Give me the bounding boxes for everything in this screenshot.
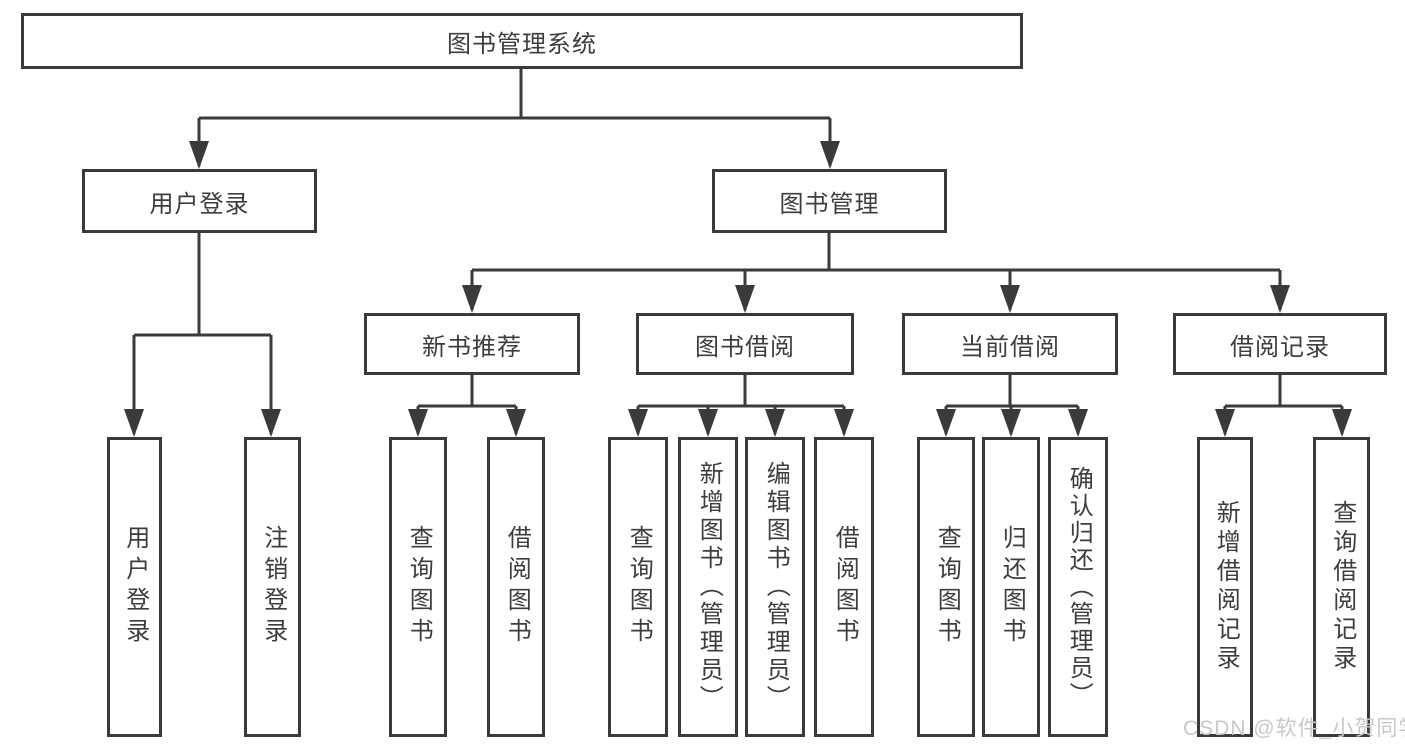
node-user-login: 用户登录 <box>82 169 317 233</box>
leaf-borrowing-edit-books-admin-label: 编辑图书（管理员） <box>762 461 790 713</box>
node-user-login-label: 用户登录 <box>149 190 250 218</box>
leaf-current-return-books: 归还图书 <box>982 437 1040 737</box>
leaf-recommend-query-books: 查询图书 <box>389 437 447 737</box>
leaf-user-login: 用户登录 <box>107 437 162 737</box>
leaf-recommend-borrow-books-label: 借阅图书 <box>503 525 531 649</box>
node-new-book-recommendation: 新书推荐 <box>364 313 580 375</box>
leaf-current-confirm-return-admin-label: 确认归还（管理员） <box>1065 465 1093 709</box>
leaf-current-query-books: 查询图书 <box>917 437 975 737</box>
leaf-records-query-record: 查询借阅记录 <box>1313 437 1370 737</box>
node-root: 图书管理系统 <box>21 13 1023 69</box>
leaf-current-query-books-label: 查询图书 <box>933 525 961 649</box>
node-book-management-label: 图书管理 <box>779 190 880 218</box>
leaf-records-query-record-label: 查询借阅记录 <box>1328 500 1356 674</box>
leaf-logout: 注销登录 <box>244 437 301 737</box>
leaf-borrowing-query-books: 查询图书 <box>608 437 668 737</box>
node-root-label: 图书管理系统 <box>447 30 597 58</box>
leaf-recommend-borrow-books: 借阅图书 <box>487 437 545 737</box>
leaf-borrowing-borrow-books: 借阅图书 <box>814 437 874 737</box>
node-current-borrowing-label: 当前借阅 <box>960 333 1060 361</box>
node-borrowing-records-label: 借阅记录 <box>1230 333 1330 361</box>
leaf-records-add-record-label: 新增借阅记录 <box>1212 500 1240 674</box>
leaf-user-login-label: 用户登录 <box>121 525 149 649</box>
leaf-current-return-books-label: 归还图书 <box>998 525 1026 649</box>
node-new-book-recommendation-label: 新书推荐 <box>422 333 522 361</box>
node-current-borrowing: 当前借阅 <box>902 313 1118 375</box>
leaf-borrowing-add-books-admin: 新增图书（管理员） <box>678 437 738 737</box>
leaf-records-add-record: 新增借阅记录 <box>1197 437 1253 737</box>
leaf-recommend-query-books-label: 查询图书 <box>405 525 433 649</box>
leaf-borrowing-query-books-label: 查询图书 <box>625 525 653 649</box>
watermark: CSDN @软件_小贺同学 <box>1183 717 1405 740</box>
leaf-current-confirm-return-admin: 确认归还（管理员） <box>1048 437 1108 737</box>
leaf-borrowing-borrow-books-label: 借阅图书 <box>831 525 859 649</box>
node-book-borrowing: 图书借阅 <box>636 313 854 375</box>
node-borrowing-records: 借阅记录 <box>1173 313 1387 375</box>
leaf-borrowing-add-books-admin-label: 新增图书（管理员） <box>695 461 723 713</box>
leaf-logout-label: 注销登录 <box>259 525 287 649</box>
node-book-borrowing-label: 图书借阅 <box>695 333 795 361</box>
leaf-borrowing-edit-books-admin: 编辑图书（管理员） <box>745 437 805 737</box>
node-book-management: 图书管理 <box>712 169 947 233</box>
